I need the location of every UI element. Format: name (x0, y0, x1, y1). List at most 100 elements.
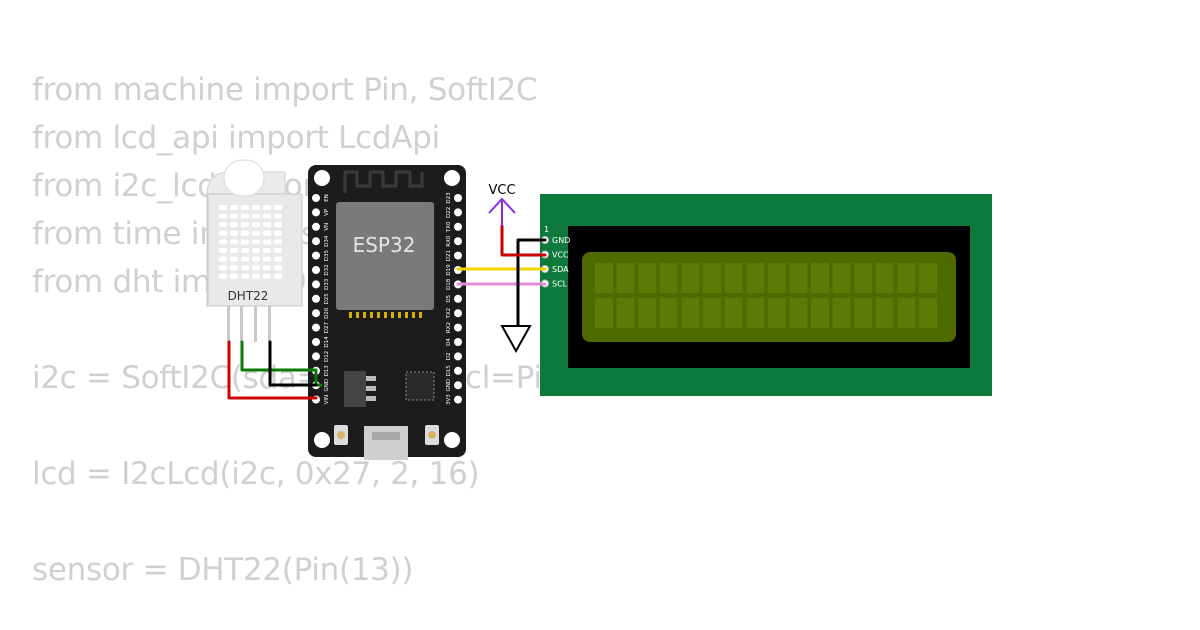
pin-label: D23 (446, 192, 452, 204)
vent-slot (274, 248, 282, 253)
pin-label: D21 (446, 250, 452, 261)
wire-dht-data[interactable] (240, 340, 323, 387)
header-pin[interactable] (454, 237, 462, 246)
vent-slot (252, 265, 260, 271)
lcd-cell (854, 263, 873, 293)
module-pins (349, 312, 422, 318)
header-pin[interactable] (312, 338, 320, 346)
lcd-cell (767, 298, 786, 328)
pin-label: RX2 (446, 322, 452, 333)
header-pin[interactable] (312, 323, 320, 332)
vent-slot (230, 273, 238, 279)
pin-label: GND (324, 379, 330, 392)
lcd-cell (832, 263, 851, 293)
header-pin[interactable] (312, 222, 320, 231)
pin-label: EN (324, 194, 330, 202)
pin-label: D25 (324, 293, 330, 305)
vent-slot (230, 222, 238, 228)
vent-slot (230, 265, 238, 271)
pin-label: D33 (324, 278, 330, 290)
vent-slot (263, 273, 271, 279)
header-pin[interactable] (312, 266, 320, 274)
header-pin[interactable] (312, 194, 320, 202)
vent-slot (219, 222, 227, 228)
lcd-pin-label: SCL (552, 280, 568, 289)
header-pin[interactable] (312, 309, 320, 318)
header-pin[interactable] (312, 251, 320, 260)
vent-slot (230, 256, 238, 262)
module-pin (356, 312, 359, 318)
lcd-cell (875, 298, 894, 328)
lcd-cell (659, 298, 678, 328)
pin-label: VIN (324, 395, 330, 405)
lcd-cell (638, 263, 657, 293)
header-pin[interactable] (454, 251, 462, 260)
header-pin[interactable] (454, 366, 462, 375)
wifi-antenna (343, 170, 424, 193)
wire-lcd-vcc[interactable] (500, 224, 547, 257)
code-line: sensor = DHT22(Pin(13)) (32, 552, 414, 588)
vent-slot (241, 205, 249, 210)
lcd-cell (832, 298, 851, 328)
dht22-mount-hole (223, 159, 265, 197)
header-pin[interactable] (454, 381, 462, 390)
header-pin[interactable] (454, 338, 462, 346)
vent-slot (252, 222, 260, 228)
pin-label: D2 (446, 353, 452, 361)
vent-slot (252, 239, 260, 245)
header-pin[interactable] (454, 323, 462, 332)
wire-lcd-gnd[interactable] (516, 238, 547, 328)
header-pin[interactable] (454, 294, 462, 303)
lcd-pin-label: GND (552, 236, 570, 245)
header-pin[interactable] (312, 208, 320, 217)
vent-slot (219, 230, 227, 236)
vent-slot (274, 213, 282, 219)
header-pin[interactable] (454, 194, 462, 202)
pin-label: 3V3 (446, 394, 452, 405)
lcd-cell (703, 263, 721, 293)
module-pin (384, 312, 387, 318)
header-pin[interactable] (454, 309, 462, 318)
pin-label: GND (446, 379, 452, 392)
esp32-board[interactable]: ESP32 ENVPVND34D35D32D33D25D26D27D14D12D… (308, 165, 466, 460)
lcd-cell (595, 263, 613, 293)
mount-hole (444, 170, 460, 186)
vent-slot (241, 239, 249, 245)
vent-slot (241, 273, 249, 279)
module-pin (349, 312, 352, 318)
vent-slot (219, 213, 227, 219)
vent-slot (263, 265, 271, 271)
vent-slot (219, 205, 227, 210)
pin-label: D5 (446, 294, 452, 302)
mount-hole (314, 170, 330, 186)
header-pin[interactable] (454, 208, 462, 217)
lcd-cell (875, 263, 894, 293)
dht22-sensor[interactable]: DHT22 (206, 159, 303, 342)
header-pin[interactable] (454, 222, 462, 231)
vent-slot (263, 230, 271, 236)
header-pin[interactable] (312, 352, 320, 361)
vent-slot (274, 205, 282, 210)
lcd-cell (703, 298, 721, 328)
wire-dht-vcc[interactable] (227, 340, 318, 400)
header-pin[interactable] (454, 352, 462, 361)
vent-slot (241, 256, 249, 262)
lcd-pin-number: 1 (544, 225, 549, 234)
module-pin (370, 312, 373, 318)
usb-connector (364, 426, 408, 460)
code-line: from lcd_api import LcdApi (32, 120, 440, 156)
vent-slot (274, 239, 282, 245)
header-pin[interactable] (312, 237, 320, 246)
lcd-cell (638, 298, 657, 328)
header-pin[interactable] (454, 395, 462, 404)
dht22-vent-grid (219, 205, 282, 279)
header-pin[interactable] (312, 294, 320, 303)
header-pin[interactable] (312, 280, 320, 289)
vent-slot (252, 213, 260, 219)
vent-slot (274, 222, 282, 228)
vent-slot (241, 248, 249, 253)
wire-dht-gnd[interactable] (268, 340, 318, 387)
lcd-cell (724, 263, 743, 293)
